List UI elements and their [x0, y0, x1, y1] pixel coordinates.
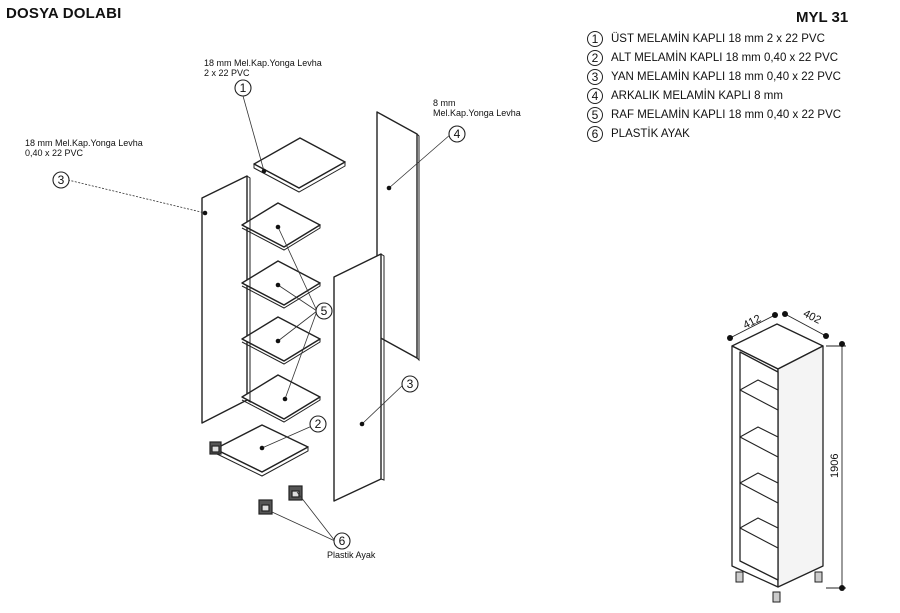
- legend-number: 4: [587, 87, 603, 104]
- legend-text: PLASTİK AYAK: [611, 127, 690, 140]
- model-code: MYL 31: [796, 9, 849, 26]
- callout-6: 6: [339, 534, 346, 548]
- dimension-width: 412: [741, 313, 763, 332]
- shelf-2: [241, 260, 321, 306]
- cabinet-feet: [735, 571, 823, 603]
- shelf-1: [241, 202, 321, 248]
- legend-text: RAF MELAMİN KAPLI 18 mm 0,40 x 22 PVC: [611, 108, 842, 121]
- legend-item: 2 ALT MELAMİN KAPLI 18 mm 0,40 x 22 PVC: [587, 48, 841, 67]
- page-title: DOSYA DOLABI: [6, 5, 122, 22]
- legend-text: ALT MELAMİN KAPLI 18 mm 0,40 x 22 PVC: [611, 51, 839, 64]
- parts-legend: 1 ÜST MELAMİN KAPLI 18 mm 2 x 22 PVC 2 ALT…: [587, 29, 841, 143]
- cabinet-shelves: [739, 379, 779, 549]
- legend-item: 1 ÜST MELAMİN KAPLI 18 mm 2 x 22 PVC: [587, 29, 841, 48]
- callout-1: 1: [240, 81, 247, 95]
- legend-text: ARKALIK MELAMİN KAPLI 8 mm: [611, 89, 783, 102]
- dimension-height: 1906: [829, 454, 841, 478]
- side-panel-left: [201, 175, 248, 424]
- legend-number: 5: [587, 106, 603, 123]
- side-panel-note: 18 mm Mel.Kap.Yonga Levha 0,40 x 22 PVC: [25, 138, 143, 158]
- side-panel-right: [333, 253, 382, 502]
- callout-3-left: 3: [58, 173, 65, 187]
- top-panel: [253, 137, 346, 189]
- shelf-4: [241, 374, 321, 420]
- legend-item: 4 ARKALIK MELAMİN KAPLI 8 mm: [587, 86, 841, 105]
- callout-2: 2: [315, 417, 322, 431]
- callout-3-right: 3: [407, 377, 414, 391]
- plastic-foot: [258, 499, 273, 515]
- legend-number: 1: [587, 30, 603, 47]
- legend-number: 2: [587, 49, 603, 66]
- legend-text: YAN MELAMİN KAPLI 18 mm 0,40 x 22 PVC: [611, 70, 841, 83]
- legend-item: 5 RAF MELAMİN KAPLI 18 mm 0,40 x 22 PVC: [587, 105, 841, 124]
- legend-item: 6 PLASTİK AYAK: [587, 124, 841, 143]
- plastic-foot: [209, 441, 222, 455]
- legend-number: 3: [587, 68, 603, 85]
- top-panel-note: 18 mm Mel.Kap.Yonga Levha 2 x 22 PVC: [204, 58, 322, 78]
- legend-number: 6: [587, 125, 603, 142]
- plastic-foot: [288, 485, 303, 501]
- back-panel: [376, 111, 418, 359]
- legend-item: 3 YAN MELAMİN KAPLI 18 mm 0,40 x 22 PVC: [587, 67, 841, 86]
- legend-text: ÜST MELAMİN KAPLI 18 mm 2 x 22 PVC: [611, 32, 825, 45]
- dimension-depth: 402: [801, 308, 823, 327]
- feet-note: Plastik Ayak: [327, 550, 376, 560]
- callout-4: 4: [454, 127, 461, 141]
- callout-5: 5: [321, 304, 328, 318]
- back-panel-note: 8 mm Mel.Kap.Yonga Levha: [433, 98, 521, 118]
